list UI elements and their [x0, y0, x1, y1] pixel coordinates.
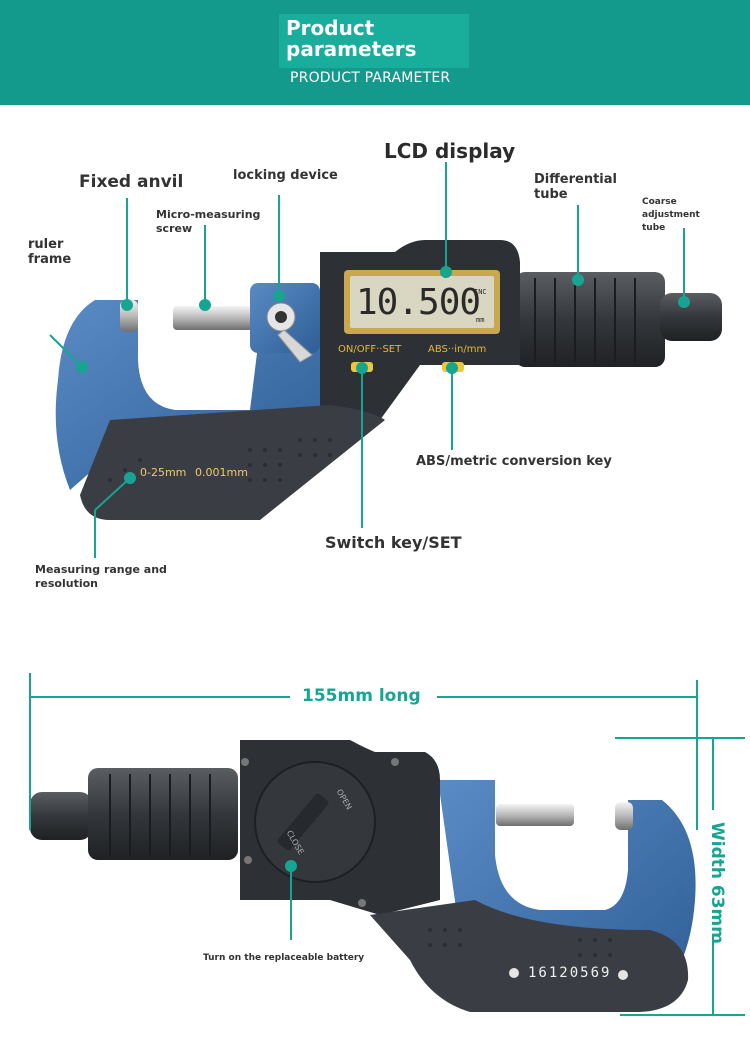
resolution-print: 0.001mm [195, 466, 248, 479]
label-abs-metric-key: ABS/metric conversion key [416, 454, 612, 469]
label-ruler-frame: ruler frame [28, 237, 72, 267]
dimension-length: 155mm long [302, 686, 421, 706]
dimension-width: Width 63mm [707, 822, 727, 944]
page-title: Product parameters [286, 16, 417, 61]
coarse-tube-top [660, 293, 722, 341]
label-micro-measuring-screw: Micro-measuring screw [156, 208, 261, 235]
label-coarse-adjustment-tube: Coarse adjustment tube [642, 197, 700, 233]
label-fixed-anvil: Fixed anvil [79, 172, 184, 192]
label-battery: Turn on the replaceable battery [203, 953, 365, 963]
label-switch-key-set: Switch key/SET [325, 533, 462, 552]
spindle-bottom [496, 804, 574, 826]
label-locking-device: locking device [233, 168, 338, 183]
header-title-box [279, 14, 469, 68]
label-measuring-range: Measuring range and resolution [35, 563, 167, 590]
coarse-tube-bottom [30, 792, 92, 840]
label-differential-tube: Differential tube [534, 172, 617, 202]
grip-top [80, 405, 385, 520]
serial-number: 16120569 [528, 965, 612, 981]
onoff-key-label: ON/OFF··SET [338, 344, 402, 355]
range-print: 0-25mm [140, 466, 187, 479]
abs-key-label: ABS··in/mm [428, 344, 487, 355]
differential-tube-top [515, 272, 665, 367]
lcd-reading: 10.500 [356, 282, 481, 323]
label-lcd-display: LCD display [384, 139, 516, 163]
spindle-top [173, 306, 263, 330]
differential-tube-bottom [88, 768, 238, 860]
page-subtitle: PRODUCT PARAMETER [290, 70, 451, 86]
battery-cover [254, 761, 376, 883]
lcd-unit-mm: mm [476, 316, 485, 324]
fixed-anvil-bottom [615, 802, 633, 830]
lcd-unit-inc: INC [474, 288, 487, 296]
grip-bottom [370, 900, 689, 1012]
lcd-screen-top [350, 276, 494, 328]
